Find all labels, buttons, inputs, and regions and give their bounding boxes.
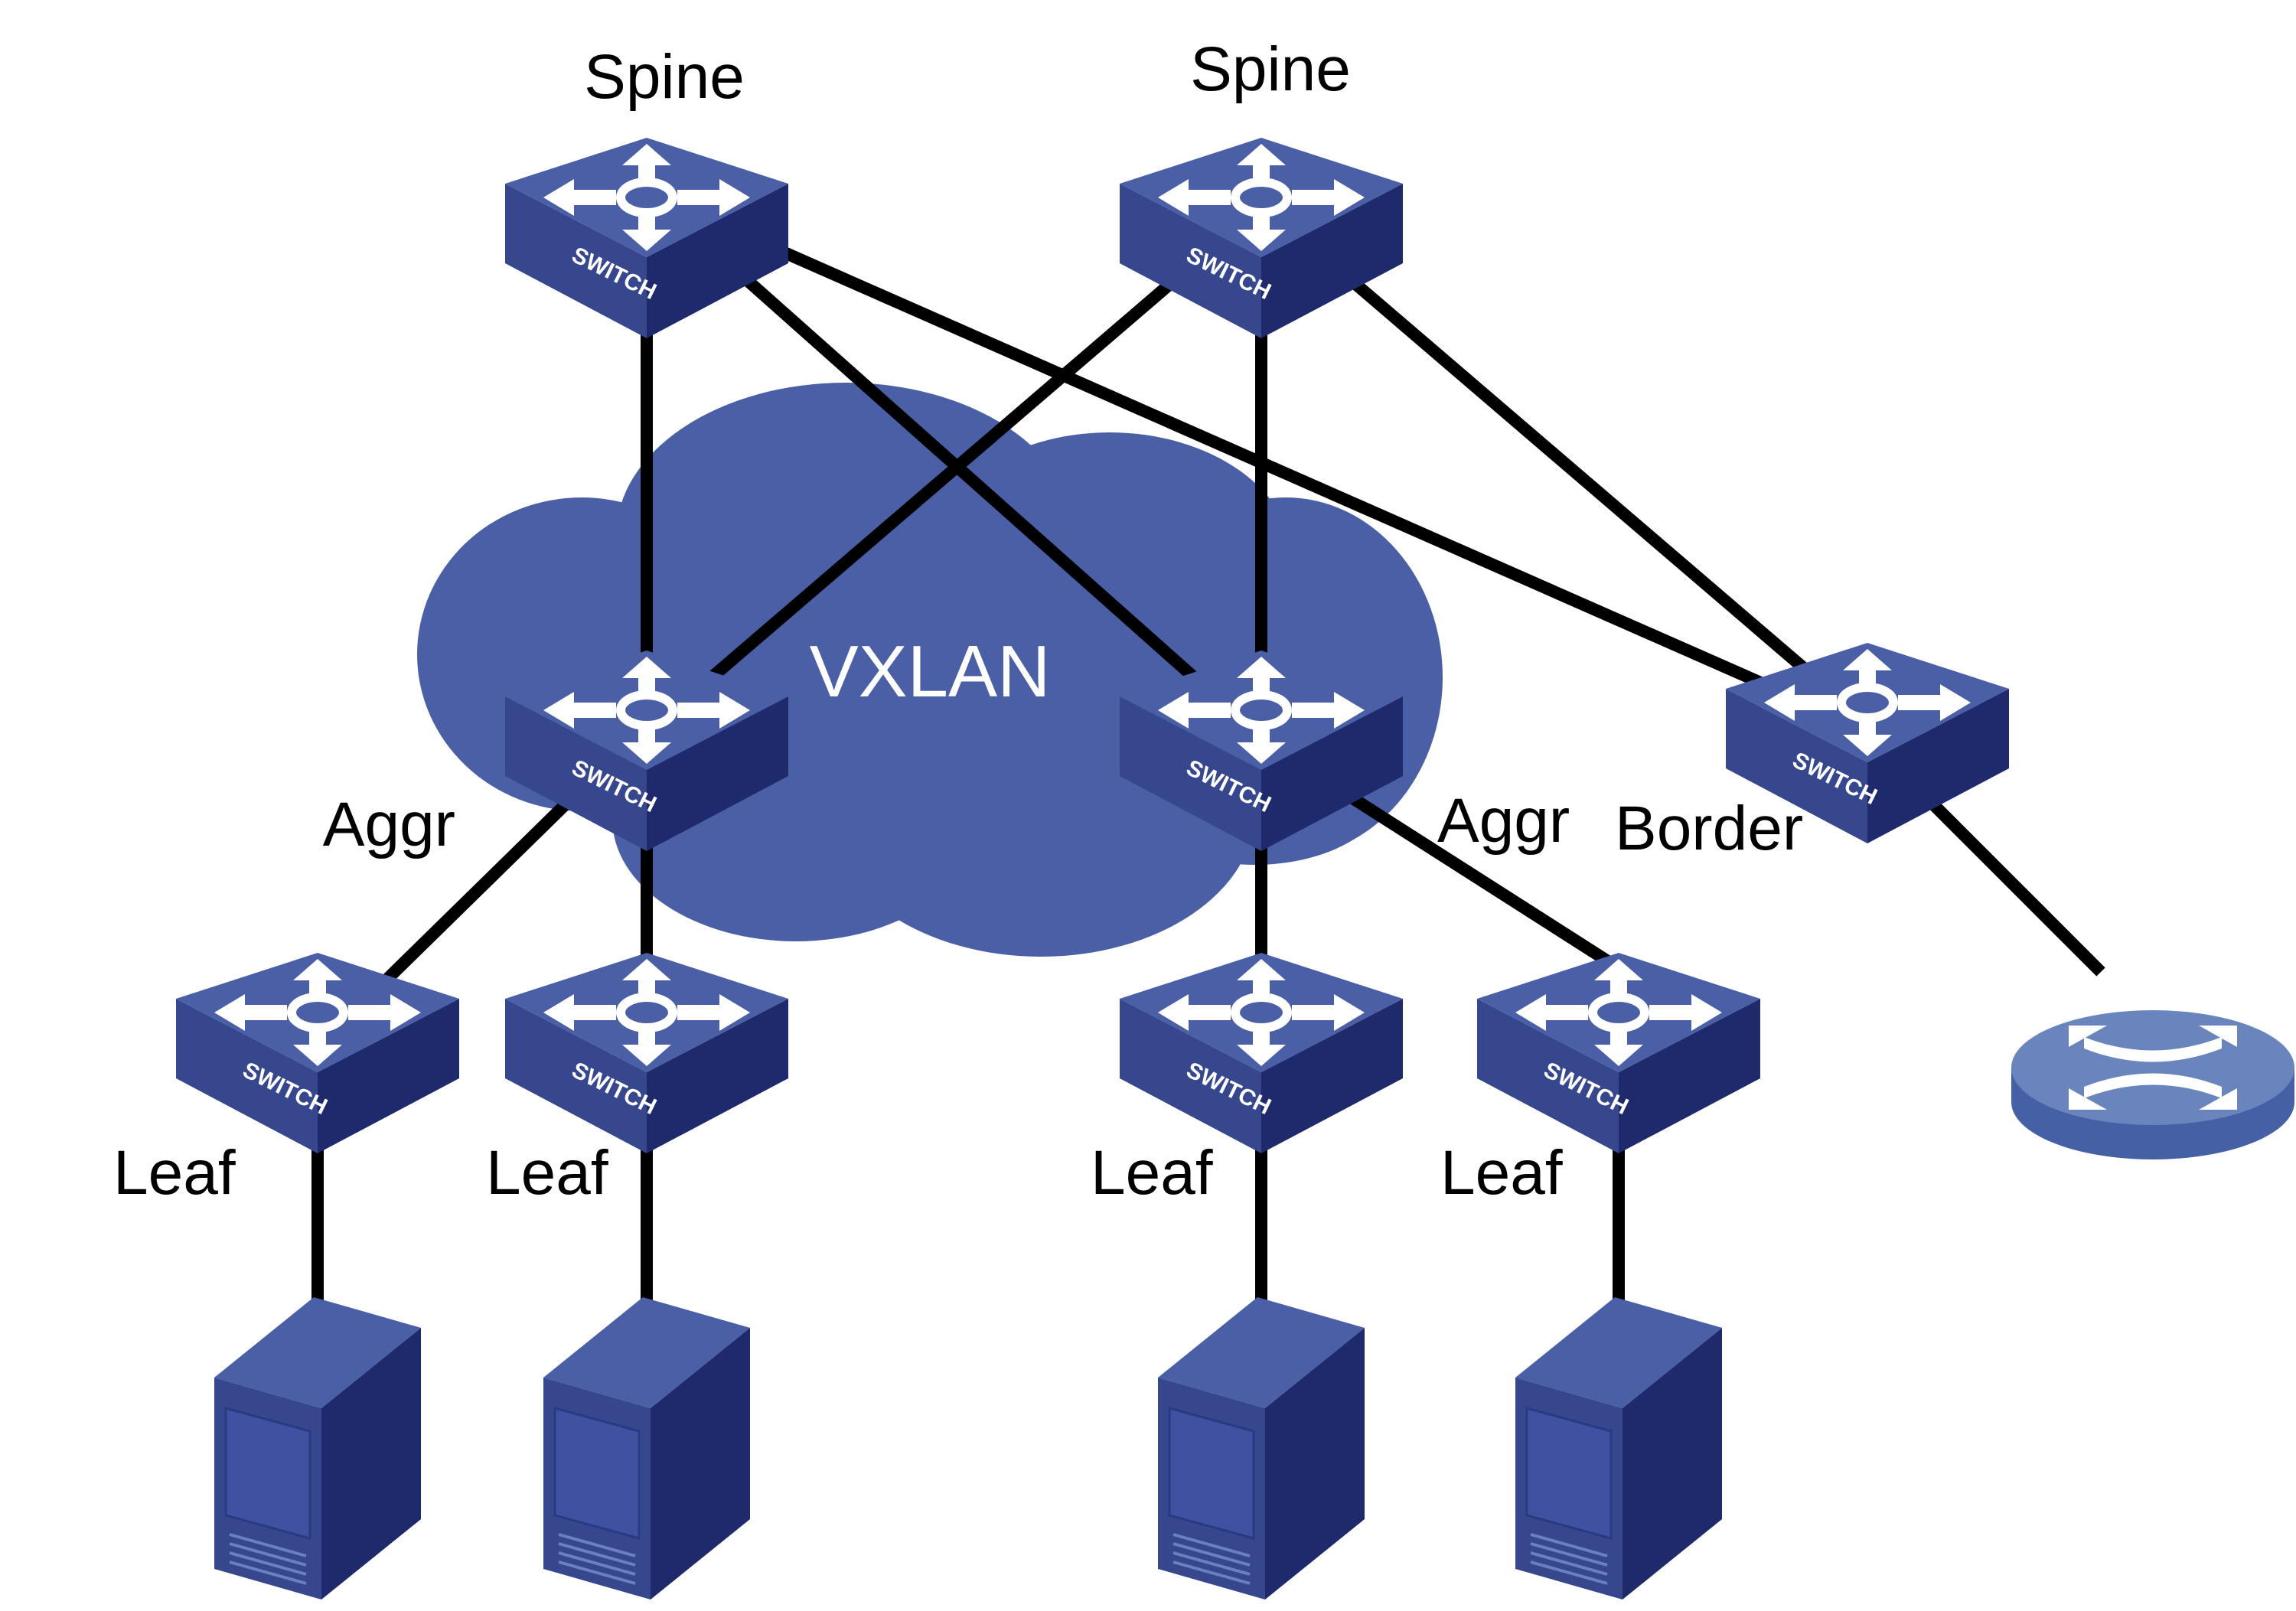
switch-right-face xyxy=(318,999,459,1153)
network-links xyxy=(311,246,2105,1316)
server-bay xyxy=(224,1407,311,1540)
server-bay xyxy=(1168,1407,1255,1540)
router-arrow-head xyxy=(2069,1026,2107,1047)
switch-right-face xyxy=(647,696,788,851)
switch-top-face xyxy=(1726,643,2009,762)
switch-top-face xyxy=(505,953,788,1072)
server-vent-line xyxy=(1172,1542,1251,1567)
switch-top-face xyxy=(1120,651,1403,770)
link-aggr-2-to-leaf-4 xyxy=(1339,787,1623,973)
link-spine-1-to-border xyxy=(781,246,1786,699)
switch-leaf-4[interactable]: SWITCH xyxy=(1477,953,1760,1153)
switch-leaf-3[interactable]: SWITCH xyxy=(1120,953,1403,1153)
switch-right-face xyxy=(1619,999,1760,1153)
server-vent-line xyxy=(1172,1560,1251,1585)
server-top-face xyxy=(214,1297,421,1408)
server-vent-line xyxy=(229,1551,307,1576)
switch-aggr-1[interactable]: SWITCH xyxy=(505,651,788,851)
server-vent-line xyxy=(1530,1533,1608,1557)
switch-spine-2[interactable]: SWITCH xyxy=(1120,138,1403,338)
node-label-spine-1: Spine xyxy=(584,42,745,112)
switch-left-face xyxy=(505,999,647,1153)
link-spine-1-to-aggr-2 xyxy=(742,275,1199,682)
node-label-aggr-1: Aggr xyxy=(323,790,455,859)
router-top xyxy=(2011,1010,2294,1125)
cloud-label: VXLAN xyxy=(810,631,1051,713)
server-vent-line xyxy=(1530,1551,1608,1576)
server-vent-line xyxy=(558,1551,636,1576)
server-top-face xyxy=(1158,1297,1365,1408)
switch-border[interactable]: SWITCH xyxy=(1726,643,2009,843)
switch-left-face xyxy=(1726,689,1867,843)
switch-left-face xyxy=(505,184,647,338)
crossed-arrows-icon xyxy=(2069,1026,2237,1110)
server-top-face xyxy=(543,1297,750,1408)
server-side-face xyxy=(1265,1328,1365,1600)
node-label-leaf-3: Leaf xyxy=(1091,1138,1213,1208)
switch-top-face xyxy=(505,138,788,257)
link-border-to-router xyxy=(1928,799,2105,977)
router-arrow-curve xyxy=(2084,1037,2222,1062)
node-label-aggr-2: Aggr xyxy=(1437,786,1570,856)
node-label-leaf-2: Leaf xyxy=(486,1138,608,1208)
switch-left-face xyxy=(176,999,318,1153)
server-side-face xyxy=(321,1328,421,1600)
server-vent-line xyxy=(558,1560,636,1585)
server-top-face xyxy=(1515,1297,1722,1408)
switch-spine-1[interactable]: SWITCH xyxy=(505,138,788,338)
switch-left-face xyxy=(1120,184,1261,338)
server-server-3[interactable] xyxy=(1158,1297,1365,1600)
router-router[interactable] xyxy=(2011,1010,2294,1159)
server-vent-line xyxy=(1172,1551,1251,1576)
switch-left-face xyxy=(1120,696,1261,851)
server-vent-line xyxy=(1530,1542,1608,1567)
server-server-1[interactable] xyxy=(214,1297,421,1600)
switch-top-face xyxy=(1120,953,1403,1072)
switch-left-face xyxy=(1477,999,1619,1153)
switch-leaf-1[interactable]: SWITCH xyxy=(176,953,459,1153)
node-label-spine-2: Spine xyxy=(1190,34,1351,104)
switch-top-face xyxy=(505,651,788,770)
router-arrow-curve xyxy=(2084,1073,2222,1098)
router-arrow-head xyxy=(2069,1088,2107,1110)
server-bay xyxy=(553,1407,641,1540)
router-arrow-head xyxy=(2199,1088,2237,1110)
link-aggr-1-to-leaf-1 xyxy=(374,795,575,992)
switch-left-face xyxy=(1120,999,1261,1153)
node-label-leaf-4: Leaf xyxy=(1440,1138,1563,1208)
server-vent-line xyxy=(558,1542,636,1567)
server-vent-line xyxy=(229,1542,307,1567)
switch-top-face xyxy=(176,953,459,1072)
server-bay xyxy=(1525,1407,1613,1540)
switch-right-face xyxy=(647,184,788,338)
node-label-leaf-1: Leaf xyxy=(113,1138,236,1208)
switch-right-face xyxy=(1261,999,1403,1153)
switch-left-face xyxy=(505,696,647,851)
server-server-2[interactable] xyxy=(543,1297,750,1600)
server-side-face xyxy=(1623,1328,1722,1600)
switch-right-face xyxy=(1867,689,2009,843)
server-vent-line xyxy=(1172,1533,1251,1557)
switch-right-face xyxy=(1261,696,1403,851)
server-server-4[interactable] xyxy=(1515,1297,1722,1600)
link-spine-2-to-aggr-1 xyxy=(707,278,1176,683)
switch-top-face xyxy=(1120,138,1403,257)
switch-leaf-2[interactable]: SWITCH xyxy=(505,953,788,1153)
server-vent-line xyxy=(1530,1560,1608,1585)
router-arrow-head xyxy=(2199,1026,2237,1047)
switch-right-face xyxy=(1261,184,1403,338)
server-vent-line xyxy=(229,1533,307,1557)
server-vent-line xyxy=(558,1533,636,1557)
server-vent-line xyxy=(229,1560,307,1585)
server-side-face xyxy=(651,1328,750,1600)
link-spine-2-to-border xyxy=(1350,278,1815,679)
switch-right-face xyxy=(647,999,788,1153)
switch-aggr-2[interactable]: SWITCH xyxy=(1120,651,1403,851)
node-label-border: Border xyxy=(1615,794,1803,863)
switch-top-face xyxy=(1477,953,1760,1072)
